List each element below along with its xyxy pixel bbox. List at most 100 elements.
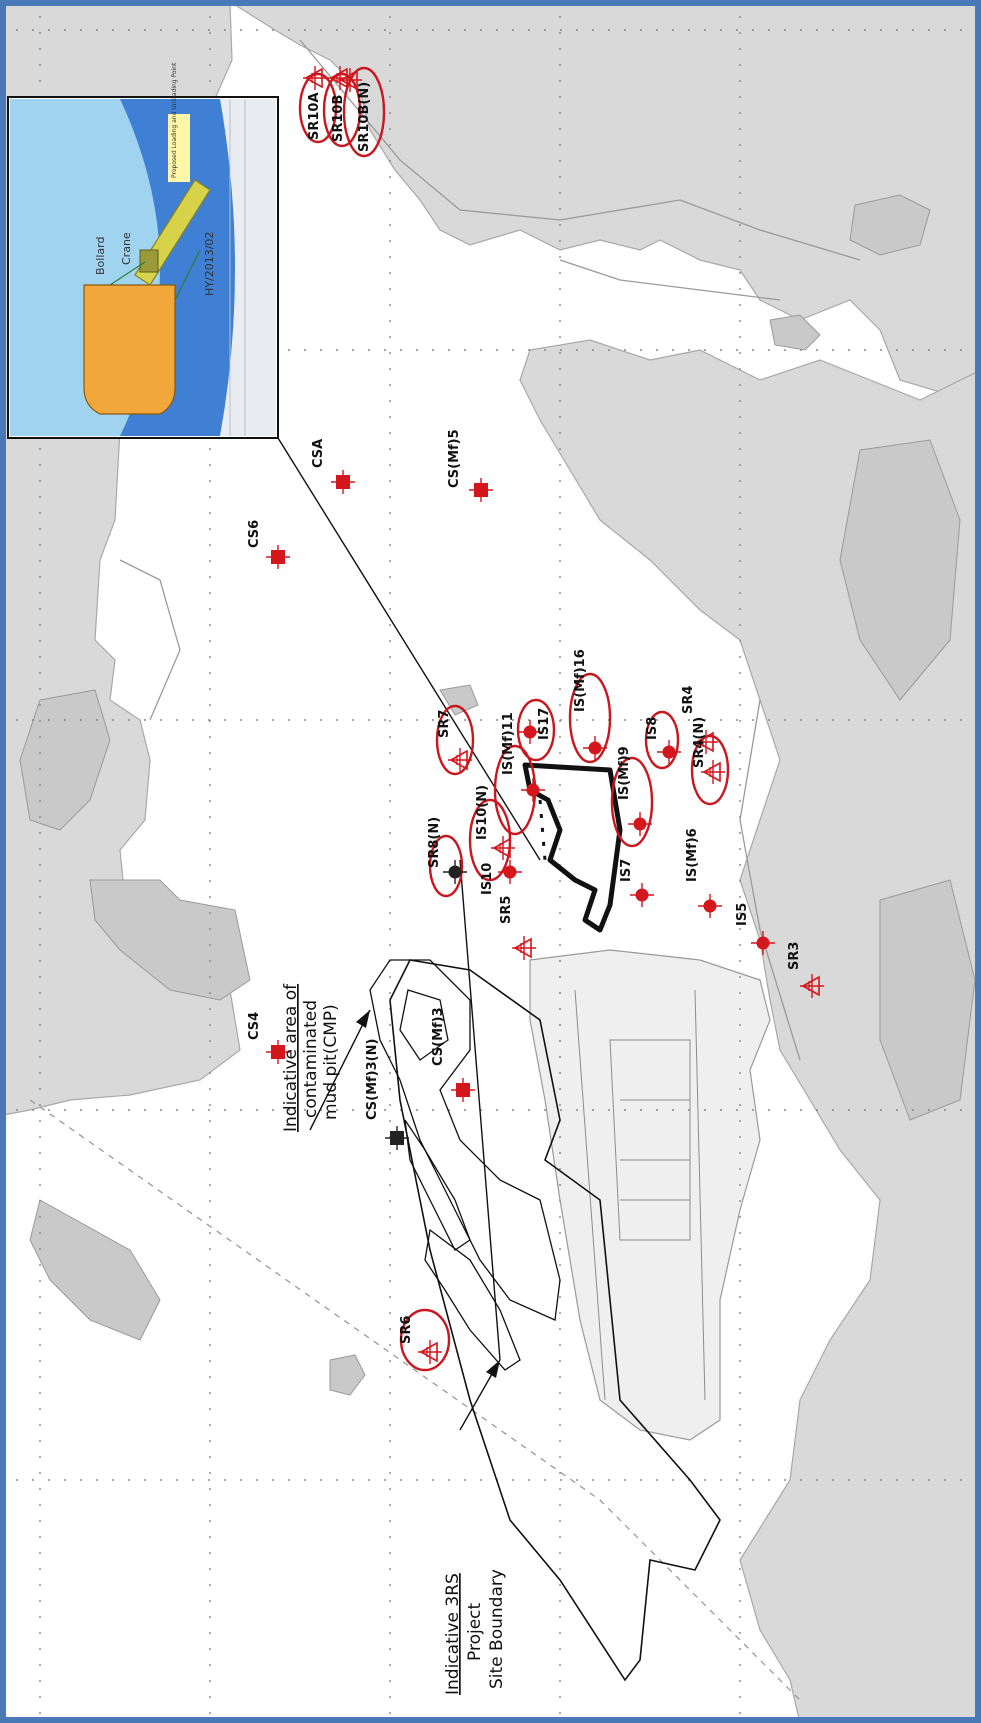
station-is10: IS10 bbox=[480, 860, 522, 895]
station-circle-marker bbox=[662, 745, 676, 759]
inset-shore bbox=[220, 99, 276, 436]
station-label: CS(Mf)3(N) bbox=[365, 1039, 380, 1120]
cmp-leader-arrowhead bbox=[356, 1010, 370, 1028]
island-small-east2 bbox=[769, 314, 821, 351]
station-is7: IS7 bbox=[619, 859, 654, 907]
station-label: CS(Mf)3 bbox=[431, 1007, 446, 1066]
station-triangle-marker bbox=[339, 69, 358, 91]
station-highlight-ellipse bbox=[428, 834, 464, 898]
station-circle-marker bbox=[448, 865, 462, 879]
inset-crane-label: Crane bbox=[120, 232, 133, 265]
station-sr4-n: SR4(N) bbox=[690, 717, 730, 806]
station-sr3: SR3 bbox=[787, 942, 824, 998]
station-square-marker bbox=[456, 1083, 470, 1097]
station-circle-marker bbox=[526, 783, 540, 797]
station-cs-mf-3: CS(Mf)3 bbox=[431, 1007, 475, 1102]
station-label: SR4 bbox=[681, 686, 696, 714]
station-label: SR10A bbox=[307, 92, 322, 140]
airport-terminal bbox=[609, 1039, 691, 1241]
inset-leader-line bbox=[277, 437, 541, 861]
boundary-leader-line-long bbox=[459, 859, 501, 1361]
station-triangle-marker bbox=[449, 749, 468, 771]
island-small-east bbox=[849, 194, 931, 256]
station-sr6: SR6 bbox=[399, 1308, 451, 1372]
station-label: SR5 bbox=[499, 896, 514, 924]
lantau-ridge bbox=[879, 879, 976, 1121]
station-triangle-marker bbox=[702, 761, 721, 783]
station-label: IS17 bbox=[537, 708, 552, 740]
station-circle-marker bbox=[633, 817, 647, 831]
station-highlight-ellipse bbox=[399, 1308, 451, 1372]
station-label: SR6 bbox=[399, 1316, 414, 1344]
boundary-label-line-3: Site Boundary bbox=[487, 1569, 507, 1689]
airport-runway-south bbox=[694, 989, 706, 1401]
island-southwest bbox=[29, 1199, 161, 1341]
station-highlight-ellipse bbox=[568, 672, 612, 764]
station-label: CS4 bbox=[247, 1012, 262, 1040]
inset-bollard-rope bbox=[109, 249, 201, 301]
station-is-mf-16: IS(Mf)16 bbox=[568, 649, 612, 764]
work-area-dashes bbox=[538, 799, 547, 861]
station-highlight-ellipse bbox=[610, 756, 654, 848]
station-cs6: CS6 bbox=[247, 520, 290, 569]
station-highlight-ellipse bbox=[516, 698, 556, 762]
station-triangle-marker bbox=[419, 1341, 438, 1363]
inset-bollard-label: Bollard bbox=[94, 237, 107, 275]
lantau-highland bbox=[839, 439, 961, 701]
inset-barge-icon bbox=[83, 284, 176, 415]
boundary-label-line-1: Indicative 3RS bbox=[443, 1573, 463, 1695]
airport-platform bbox=[529, 949, 771, 1441]
station-highlight-ellipse bbox=[322, 72, 362, 148]
inset-facility-label: Proposed Loading and Unloading Point bbox=[171, 62, 178, 178]
inset-contract-label: HY/2013/02 bbox=[203, 232, 216, 296]
station-csa: CSA bbox=[311, 439, 355, 494]
island-sha-chau bbox=[329, 1354, 366, 1396]
landmass-northwest-detail bbox=[19, 689, 111, 831]
station-cs4: CS4 bbox=[247, 1012, 290, 1064]
boundary-leader-arrowhead bbox=[486, 1360, 500, 1378]
station-label: SR10B bbox=[331, 95, 346, 142]
station-sr8-n: SR8(N) bbox=[427, 817, 467, 898]
station-triangle-marker bbox=[492, 837, 511, 859]
station-label: CS(Mf)5 bbox=[447, 429, 462, 488]
station-circle-marker bbox=[523, 725, 537, 739]
station-sr5: SR5 bbox=[499, 896, 536, 960]
airport-runway-north bbox=[574, 989, 606, 1401]
inset-panel: Bollard Crane HY/2013/02 Proposed Loadin… bbox=[7, 62, 279, 439]
station-label: CSA bbox=[311, 439, 326, 468]
station-square-marker bbox=[336, 475, 350, 489]
station-highlight-ellipse bbox=[435, 704, 475, 776]
station-circle-marker bbox=[635, 888, 649, 902]
inset-crane-icon bbox=[139, 249, 159, 273]
station-label: IS10 bbox=[480, 863, 495, 895]
station-circle-marker bbox=[588, 741, 602, 755]
station-label: IS7 bbox=[619, 859, 634, 882]
station-label: SR3 bbox=[787, 942, 802, 970]
station-is-mf-9: IS(Mf)9 bbox=[610, 746, 654, 848]
station-square-marker bbox=[390, 1131, 404, 1145]
landmass-lantau bbox=[519, 339, 981, 1723]
airport-taxiway bbox=[620, 1099, 690, 1201]
station-label: IS(Mf)9 bbox=[617, 746, 632, 800]
station-triangle-marker bbox=[513, 937, 532, 959]
station-cs-mf-3-n: CS(Mf)3(N) bbox=[365, 1039, 409, 1150]
station-triangle-marker bbox=[801, 975, 820, 997]
station-sr10a: SR10A bbox=[298, 66, 338, 144]
station-square-marker bbox=[271, 1045, 285, 1059]
station-label: IS(Mf)16 bbox=[573, 649, 588, 712]
cmp-label-line-1: Indicative area of bbox=[281, 983, 301, 1132]
contaminated-mud-pit bbox=[369, 959, 561, 1371]
station-highlight-ellipse bbox=[298, 72, 338, 144]
station-label: IS(Mf)6 bbox=[685, 828, 700, 882]
station-label: CS6 bbox=[247, 520, 262, 548]
reclamation-north bbox=[89, 879, 251, 1001]
cmp-label-line-3: mud pit(CMP) bbox=[321, 1004, 341, 1120]
station-is5: IS5 bbox=[735, 903, 775, 955]
boundary-label-line-2: Project bbox=[465, 1603, 485, 1661]
station-circle-marker bbox=[756, 936, 770, 950]
station-is10-n: IS10(N) bbox=[468, 785, 515, 882]
station-label: IS(Mf)11 bbox=[501, 712, 516, 775]
